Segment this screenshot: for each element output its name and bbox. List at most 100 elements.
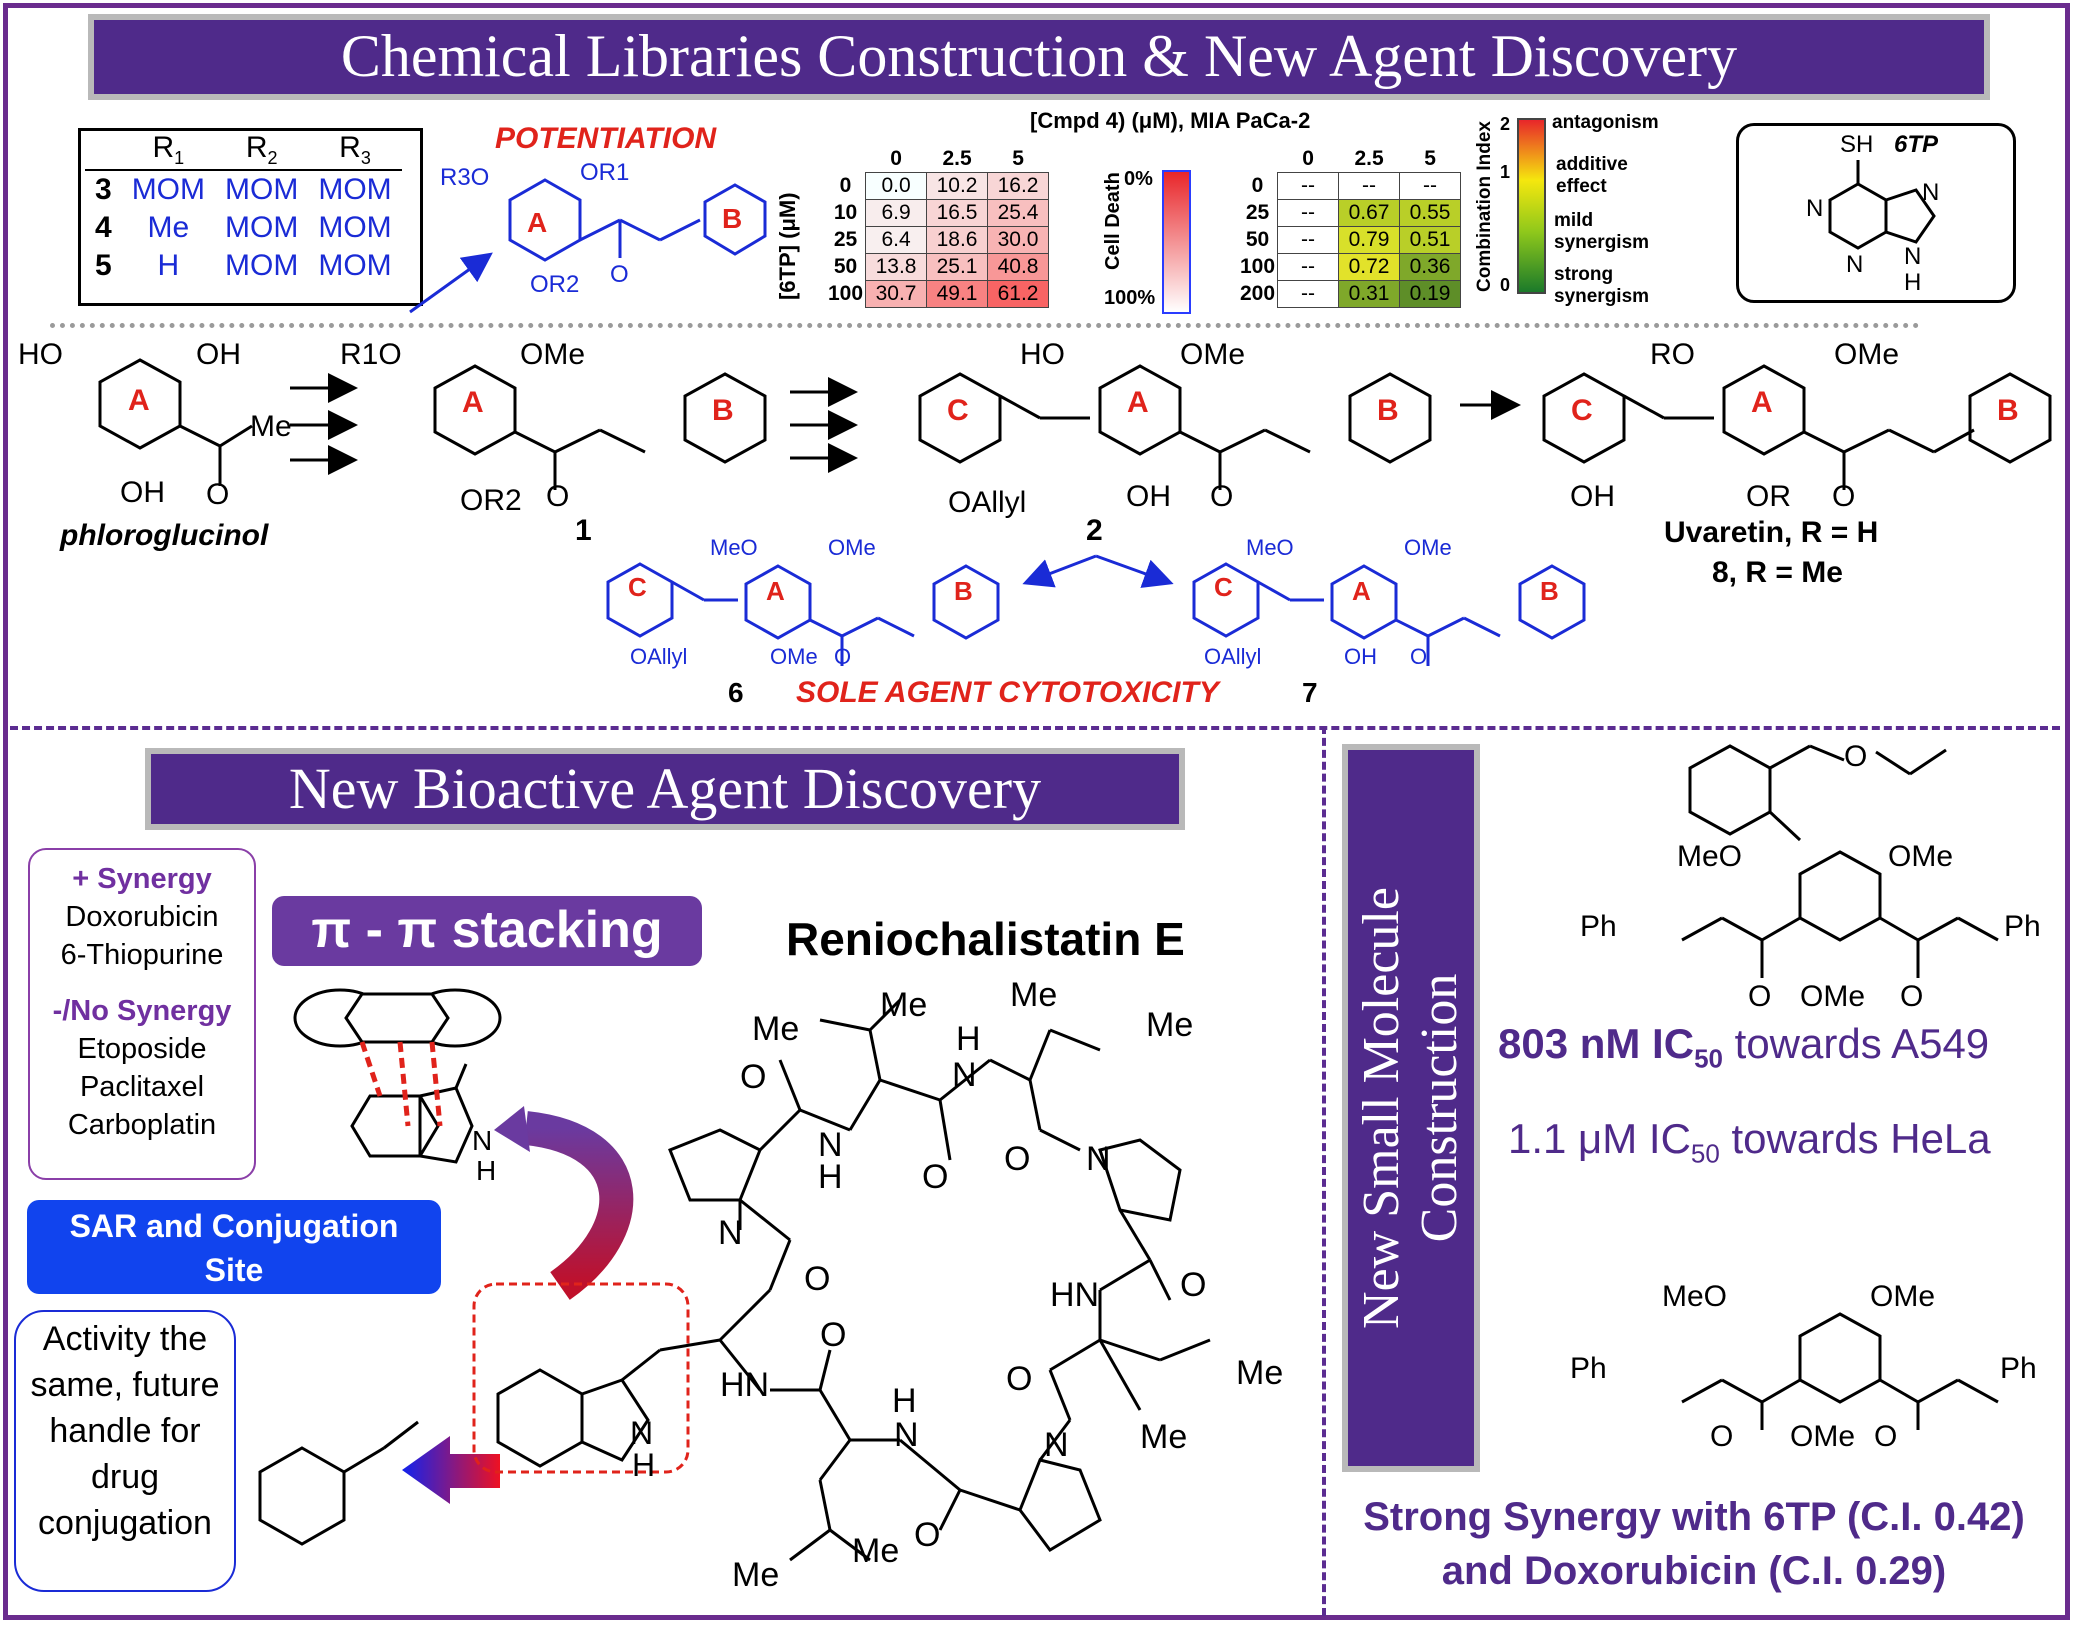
heatmap-cell: 16.2 (987, 172, 1050, 200)
heatmap-cell: 25.4 (987, 199, 1050, 227)
heatmap-row-axis-label: [6TP] (μM) (775, 192, 800, 300)
sar-conjugation-label: SAR and Conjugation Site (27, 1200, 441, 1294)
synergy-plus-title: + Synergy (72, 863, 212, 895)
col-header: 2.5 (942, 147, 972, 170)
row-header: 100 (828, 282, 864, 305)
heatmap-cell: 6.9 (865, 199, 928, 227)
ci-tick-mid: 1 (1500, 162, 1511, 182)
r1-value: Me (147, 211, 190, 244)
heatmap-cell: 30.7 (865, 280, 928, 308)
ci-legend-additive: additive effect (1556, 154, 1628, 197)
ci-cell: 0.79 (1338, 226, 1401, 254)
r3-value: MOM (318, 173, 392, 206)
reniochalistatin-title: Reniochalistatin E (786, 913, 1185, 965)
synergy-summary: Strong Synergy with 6TP (C.I. 0.42) and … (1363, 1495, 2025, 1593)
ci-cell: -- (1338, 172, 1401, 200)
row-header: 50 (833, 255, 858, 278)
ci-scale-label: Combination Index (1474, 121, 1495, 292)
ic50-hela-value: 1.1 μM IC (1508, 1115, 1691, 1162)
ci-tick-top: 2 (1500, 114, 1511, 134)
ci-cell: -- (1277, 172, 1340, 200)
activity-box: Activity the same, future handle for dru… (14, 1310, 236, 1592)
row-header: 50 (1245, 228, 1270, 251)
ci-cell: -- (1277, 280, 1340, 308)
heatmap-scale-label: Cell Death (1102, 172, 1124, 270)
ci-cell: -- (1277, 226, 1340, 254)
ci-cell: 0.36 (1399, 253, 1462, 281)
row-header: 0 (1251, 174, 1264, 197)
col-header: 5 (1012, 147, 1024, 170)
row-header: 25 (833, 228, 858, 251)
row-id: 3 (95, 173, 112, 206)
potentiation-label: POTENTIATION (495, 122, 717, 155)
ci-tick-bottom: 0 (1500, 275, 1511, 295)
ci-cell: 0.51 (1399, 226, 1462, 254)
ic50-a549-tail: towards A549 (1722, 1020, 1990, 1067)
col-header: 2.5 (1354, 147, 1384, 170)
ci-cell: 0.55 (1399, 199, 1462, 227)
synergy-minus-item: Etoposide (77, 1033, 207, 1065)
synergy-minus-item: Carboplatin (67, 1109, 217, 1141)
ci-legend-antagonism: antagonism (1552, 112, 1659, 133)
synergy-box: + Synergy Doxorubicin 6-Thiopurine -/No … (28, 848, 256, 1180)
col-header: 0 (890, 147, 902, 170)
row-header: 200 (1240, 282, 1276, 305)
ic50-sub: 50 (1690, 1138, 1720, 1169)
ci-legend-mild: mild synergism (1554, 210, 1650, 253)
r3-header: R3 (339, 131, 371, 168)
ci-cell: 0.31 (1338, 280, 1401, 308)
ic50-a549: 803 nM IC50 towards A549 (1498, 1020, 1989, 1074)
heatmap-cell: 61.2 (987, 280, 1050, 308)
col-header: 5 (1424, 147, 1436, 170)
ci-legend-strong: strong synergism (1554, 264, 1650, 307)
r3-value: MOM (318, 211, 392, 244)
ic50-hela-tail: towards HeLa (1719, 1115, 1991, 1162)
r1-header: R1 (152, 131, 185, 168)
synergy-plus-item: Doxorubicin (65, 901, 219, 933)
ci-cell: 0.67 (1338, 199, 1401, 227)
ci-cell: 0.72 (1338, 253, 1401, 281)
ic50-hela: 1.1 μM IC50 towards HeLa (1508, 1115, 1991, 1169)
r2-value: MOM (225, 249, 299, 282)
heatmap-scale-bottom: 100% (1104, 287, 1156, 309)
heatmap-cell: 16.5 (926, 199, 989, 227)
heatmap-cell: 6.4 (865, 226, 928, 254)
section-divider (50, 323, 1920, 328)
pi-stacking-label: π - π stacking (272, 896, 702, 966)
ci-cell: -- (1399, 172, 1462, 200)
small-molecule-banner: New Small Molecule Construction (1342, 744, 1480, 1472)
row-header: 10 (833, 201, 858, 224)
outer-frame (3, 3, 2070, 1620)
row-id: 5 (95, 249, 112, 282)
heatmap-cell: 18.6 (926, 226, 989, 254)
row-id: 4 (95, 211, 112, 244)
heatmap-cell: 40.8 (987, 253, 1050, 281)
heatmap-cell: 25.1 (926, 253, 989, 281)
r2-header: R2 (245, 131, 278, 168)
heatmap-cell: 30.0 (987, 226, 1050, 254)
ci-cell: -- (1277, 199, 1340, 227)
ci-color-scale (1517, 118, 1546, 294)
heatmap-color-scale (1162, 170, 1191, 314)
heatmap-cell: 10.2 (926, 172, 989, 200)
bioactive-title: New Bioactive Agent Discovery (145, 748, 1185, 830)
ci-cell: 0.19 (1399, 280, 1462, 308)
heatmap-cell: 49.1 (926, 280, 989, 308)
heatmap-scale-top: 0% (1124, 168, 1153, 190)
bottom-divider (10, 726, 2060, 730)
synergy-minus-title: -/No Synergy (52, 995, 232, 1027)
r2-value: MOM (225, 173, 299, 206)
vertical-divider (1322, 726, 1326, 1616)
row-header: 0 (839, 174, 852, 197)
small-molecule-title: New Small Molecule Construction (1353, 887, 1468, 1329)
r-group-table: R1 R2 R3 3 MOM MOM MOM 4 Me MOM MOM 5 H … (78, 128, 423, 306)
r1-value: MOM (131, 173, 206, 206)
row-header: 25 (1245, 201, 1270, 224)
row-header: 100 (1240, 255, 1276, 278)
synergy-plus-item: 6-Thiopurine (60, 939, 224, 971)
heatmap-title: [Cmpd 4) (μM), MIA PaCa-2 (1030, 108, 1311, 133)
synergy-minus-item: Paclitaxel (79, 1071, 205, 1103)
page-title: Chemical Libraries Construction & New Ag… (88, 14, 1990, 100)
